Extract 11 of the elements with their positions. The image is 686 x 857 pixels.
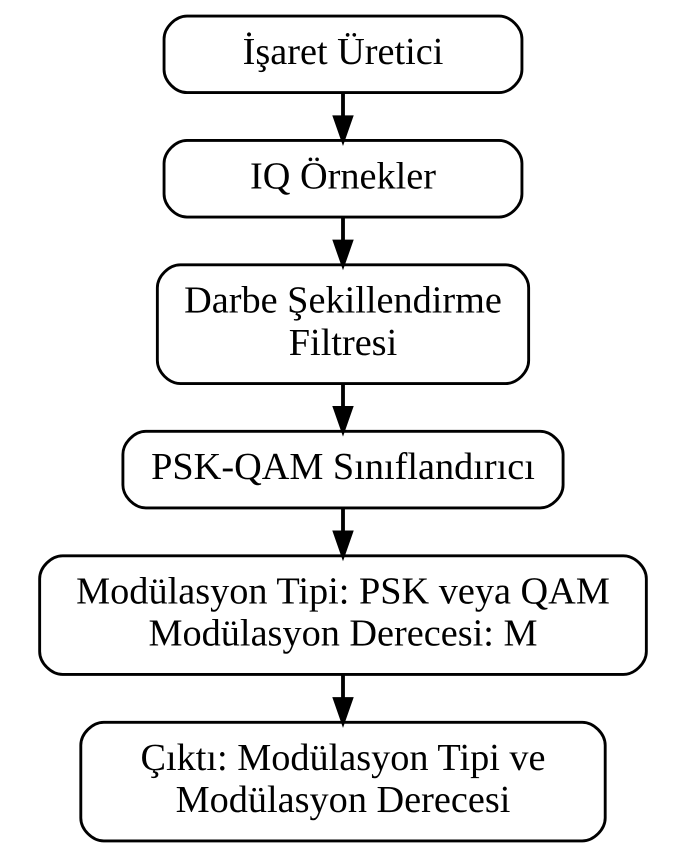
node-box: Çıktı: Modülasyon Tipi ve Modülasyon Derecesi <box>79 720 607 842</box>
node-box: PSK-QAM Sınıflandırıcı <box>121 430 565 510</box>
node-box: Modülasyon Tipi: PSK veya QAM Modülasyon Derecesi: M <box>38 554 648 676</box>
arrow <box>332 93 354 146</box>
node-box: Darbe Şekillendirme Filtresi <box>156 263 530 385</box>
arrow <box>332 384 354 437</box>
arrow <box>332 217 354 270</box>
node-box: IQ Örnekler <box>162 139 524 218</box>
arrow <box>332 508 354 562</box>
node-box: İşaret Üretici <box>162 14 524 94</box>
arrow <box>332 674 354 728</box>
